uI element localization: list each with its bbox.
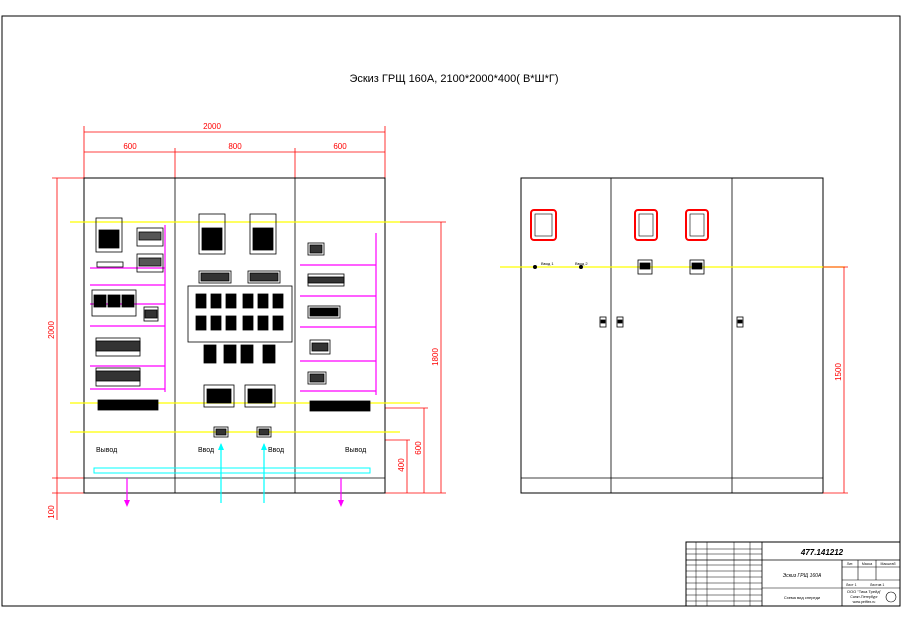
title-block: 477.141212 Эскиз ГРЩ 160А Схема вид спер… [685, 541, 901, 607]
door-lock-1 [599, 316, 607, 328]
dim-height-total: 2000 [47, 321, 56, 339]
indicator-label-2: Ввод 2 [575, 261, 588, 266]
tb-sheet: Лист 1 [846, 583, 857, 587]
door-lock-2 [616, 316, 624, 328]
indicator-label-1: Ввод 1 [541, 261, 554, 266]
terminal-bar-right [309, 400, 371, 412]
middle-section-devices [187, 213, 293, 438]
right-section-devices [307, 242, 371, 412]
label-mid-input-2: Ввод [268, 447, 284, 454]
top-dimensions [83, 126, 386, 178]
din-rails-right [300, 233, 377, 395]
tb-website: www.petflex.ru [853, 600, 876, 604]
dim-section-right: 600 [333, 142, 347, 151]
dim-section-mid: 800 [228, 142, 242, 151]
front-outline [520, 177, 824, 494]
label-left-output: Вывод [96, 447, 117, 454]
dim-side-1500: 1500 [834, 363, 843, 381]
left-section-devices [91, 217, 164, 411]
tb-col-mass: Масса [862, 562, 872, 566]
energy-meter-mid-1 [198, 213, 226, 255]
energy-meter-mid-2 [249, 213, 277, 255]
din-rails-left [90, 225, 166, 392]
door-lock-3 [736, 316, 744, 328]
cable-arrows [124, 443, 344, 507]
panel-front-view: Ввод 1 Ввод 2 1500 [500, 177, 848, 494]
door-locks[interactable] [599, 316, 744, 328]
drawing-title: Эскиз ГРЩ 160А, 2100*2000*400( В*Ш*Г) [349, 73, 558, 85]
cabinet-outline [83, 177, 386, 494]
door-switches [637, 259, 705, 275]
dim-height-100: 100 [47, 505, 56, 519]
breaker-array-mid [187, 285, 293, 343]
tb-subtitle: Схема вид спереди [784, 595, 820, 600]
tb-col-scale: Масштаб [881, 562, 896, 566]
terminal-bar-left [97, 399, 159, 411]
meter-windows [530, 209, 709, 241]
left-dimensions [52, 177, 84, 520]
breaker-block-left [91, 289, 137, 317]
indicator-lamp-1 [533, 265, 537, 269]
sheet-border [1, 15, 901, 607]
tb-col-lit: Лит. [847, 562, 853, 566]
dim-height-1800: 1800 [431, 348, 440, 366]
indicator-lamp-2 [579, 265, 583, 269]
tb-sheets: Листов 1 [870, 583, 884, 587]
dim-height-400: 400 [397, 458, 406, 472]
dim-total-width: 2000 [203, 122, 221, 131]
meter-window-inner [534, 213, 705, 237]
tb-company: ООО "Тика Трейд" [847, 589, 882, 594]
label-right-output: Вывод [345, 447, 366, 454]
label-mid-input-1: Ввод [198, 447, 214, 454]
company-logo-icon [885, 591, 897, 603]
tb-city: Санкт-Петербург [850, 595, 878, 599]
energy-meter-left [95, 217, 123, 253]
switch-disconnector-2 [244, 384, 276, 408]
panel-elevation-view: 2000 600 800 600 2000 100 1800 600 400 [47, 122, 446, 520]
switch-disconnector-1 [203, 384, 235, 408]
tb-doc-title: Эскиз ГРЩ 160А [783, 573, 822, 579]
pe-bar [93, 467, 371, 474]
dim-section-left: 600 [123, 142, 137, 151]
tb-doc-number: 477.141212 [800, 548, 844, 557]
dim-height-600: 600 [414, 441, 423, 455]
